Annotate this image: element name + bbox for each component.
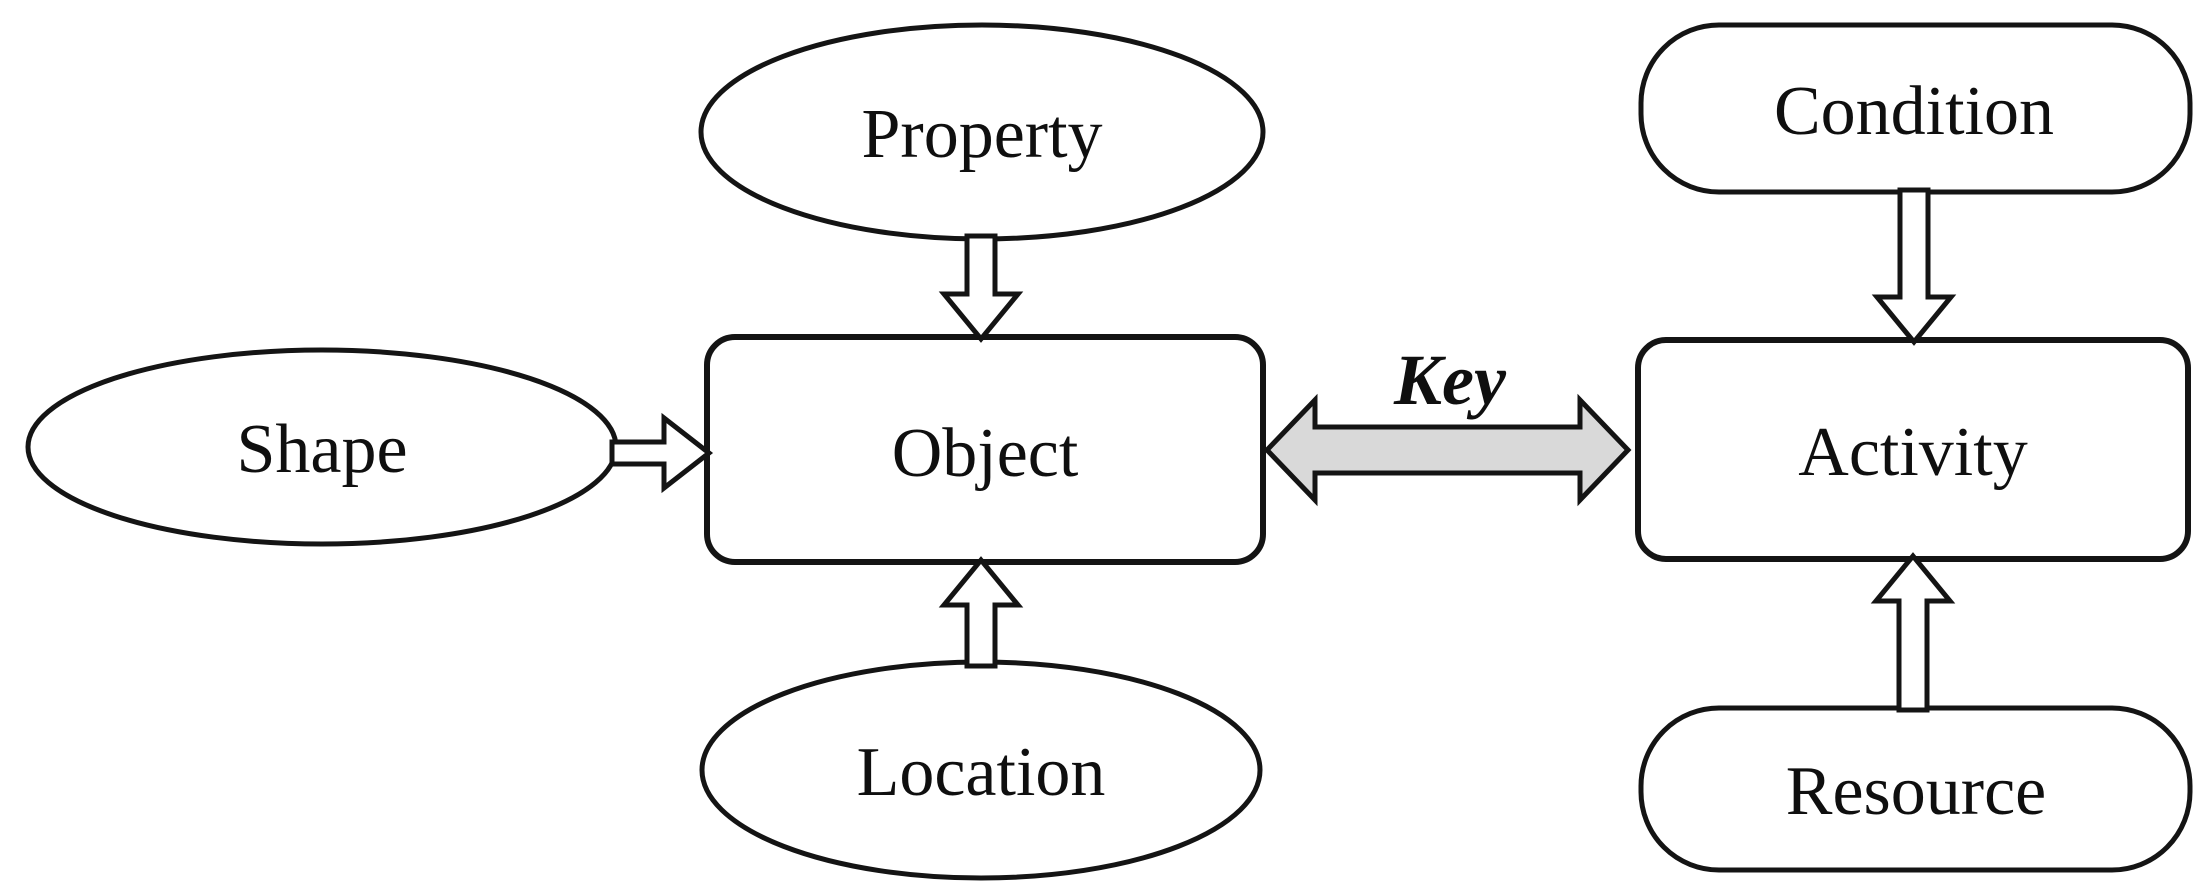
resource-label: Resource	[1786, 753, 2046, 830]
location-label: Location	[857, 734, 1106, 811]
key-label: Key	[1393, 340, 1507, 420]
activity-label: Activity	[1798, 414, 2027, 491]
condition-label: Condition	[1774, 73, 2054, 150]
arrow-location-to-object	[938, 556, 1024, 669]
arrow-condition-to-activity	[1871, 187, 1957, 346]
arrow-resource-to-activity	[1870, 552, 1956, 713]
object-label: Object	[892, 415, 1079, 492]
shape-label: Shape	[236, 411, 407, 488]
property-label: Property	[861, 96, 1102, 173]
arrow-property-to-object	[938, 233, 1024, 343]
arrow-shape-to-object	[609, 412, 714, 494]
key-double-arrow	[1263, 393, 1632, 507]
